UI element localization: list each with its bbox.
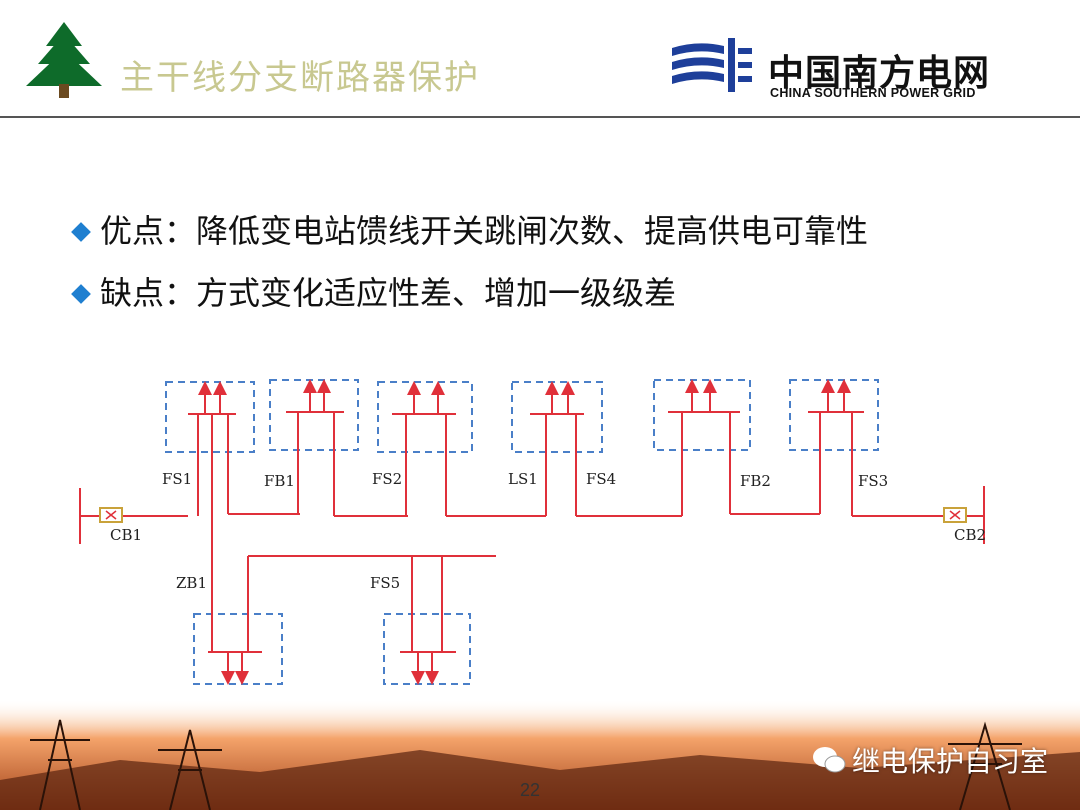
bullet-text: 优点：降低变电站馈线开关跳闸次数、提高供电可靠性 — [100, 212, 869, 250]
bullet-advantages: 优点：降低变电站馈线开关跳闸次数、提高供电可靠性 — [68, 205, 868, 267]
label-fs4: FS4 — [586, 470, 616, 488]
label-fb2: FB2 — [740, 472, 771, 490]
logo-chinese-text: 中国南方电网 — [768, 53, 991, 94]
bullet-text: 缺点：方式变化适应性差、增加一级级差 — [100, 274, 677, 312]
substation-box — [269, 379, 359, 451]
label-fs1: FS1 — [162, 470, 192, 488]
wechat-icon — [813, 747, 846, 773]
label-fs5: FS5 — [370, 574, 400, 592]
label-cb1: CB1 — [110, 526, 142, 544]
footer-banner-image — [0, 700, 1080, 810]
substation-box — [653, 379, 751, 451]
csg-logo-icon — [672, 38, 752, 92]
substation-box — [193, 613, 283, 685]
tree-logo-icon — [26, 22, 102, 98]
slide-title: 主干线分支断路器保护 — [120, 58, 480, 98]
label-fb1: FB1 — [264, 472, 295, 490]
logo-english-text: CHINA SOUTHERN POWER GRID — [770, 86, 976, 100]
label-fs3: FS3 — [858, 472, 888, 490]
label-fs2: FS2 — [372, 470, 402, 488]
substation-box — [789, 379, 879, 451]
label-cb2: CB2 — [954, 526, 986, 544]
watermark-text: 继电保护自习室 — [852, 745, 1049, 778]
header-divider — [0, 116, 1080, 118]
substation-box — [383, 613, 471, 685]
bullet-list: 优点：降低变电站馈线开关跳闸次数、提高供电可靠性 缺点：方式变化适应性差、增加一… — [68, 205, 868, 329]
wechat-watermark: 继电保护自习室 — [812, 740, 1048, 780]
substation-box — [511, 381, 603, 453]
bullet-disadvantages: 缺点：方式变化适应性差、增加一级级差 — [68, 267, 868, 329]
slide-header: 主干线分支断路器保护 中国南方电网 CHINA SOUTHERN POWER G… — [0, 0, 1080, 116]
page-number: 22 — [520, 780, 541, 800]
label-ls1: LS1 — [508, 470, 538, 488]
substation-box — [377, 381, 473, 453]
label-zb1: ZB1 — [176, 574, 207, 592]
substation-box — [165, 381, 255, 453]
